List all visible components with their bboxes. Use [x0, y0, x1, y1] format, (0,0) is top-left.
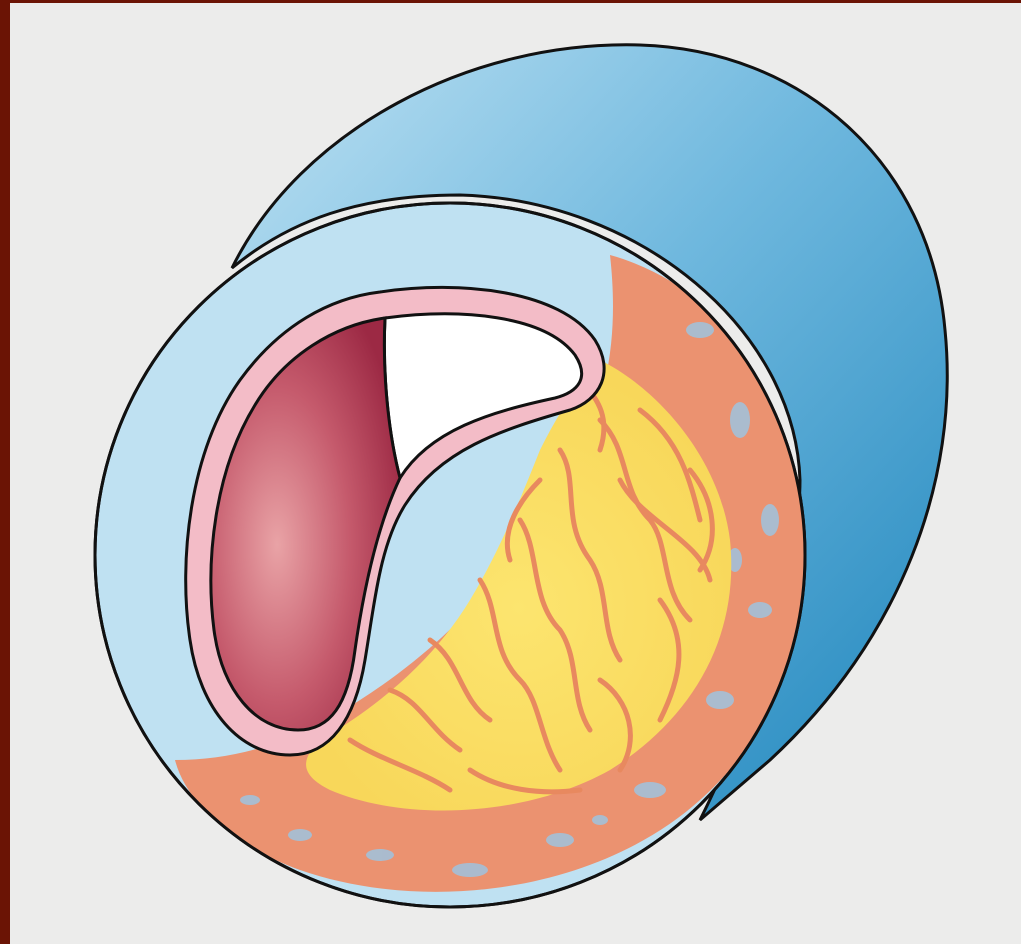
artery-illustration — [0, 0, 1021, 944]
